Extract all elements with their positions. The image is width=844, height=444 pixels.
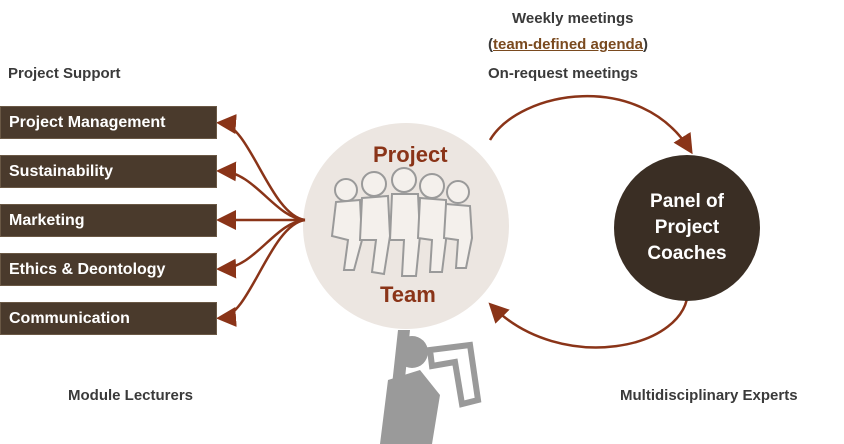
- supporter-figure-icon: [380, 330, 482, 444]
- arrow-communication: [216, 218, 306, 327]
- on-request-meetings-label: On-request meetings: [488, 65, 639, 82]
- support-arrows: [216, 114, 306, 327]
- support-box-ethics-deontology: Ethics & Deontology: [0, 253, 217, 286]
- team-title-team: Team: [380, 282, 436, 307]
- support-box-label: Communication: [9, 309, 130, 327]
- agenda-open-paren: (: [488, 36, 493, 53]
- support-box-communication: Communication: [0, 302, 217, 335]
- coaches-line-3: Coaches: [647, 243, 727, 264]
- support-box-project-management: Project Management: [0, 106, 217, 139]
- support-box-label: Sustainability: [9, 162, 114, 180]
- team-figures-icon: [330, 167, 474, 277]
- weekly-meetings-label: Weekly meetings: [512, 10, 634, 27]
- agenda-close-paren: ): [643, 36, 649, 53]
- coaches-line-1: Panel of: [650, 191, 724, 212]
- coaches-line-2: Project: [654, 217, 720, 238]
- support-box-sustainability: Sustainability: [0, 155, 217, 188]
- support-box-marketing: Marketing: [0, 204, 217, 237]
- team-defined-agenda-link: team-defined agenda: [493, 36, 644, 53]
- arrow-project-management: [216, 114, 306, 222]
- arrow-sustainability: [216, 161, 306, 222]
- agenda-line: (team-defined agenda): [488, 36, 648, 53]
- arrow-team-to-coaches: [488, 94, 693, 155]
- multidisciplinary-experts-label: Multidisciplinary Experts: [620, 387, 798, 404]
- panel-of-project-coaches-circle: Panel of Project Coaches: [614, 155, 760, 301]
- support-box-label: Ethics & Deontology: [9, 260, 166, 278]
- arrow-ethics: [216, 218, 306, 279]
- team-title-project: Project: [373, 142, 448, 167]
- arrow-coaches-to-team: [488, 287, 690, 349]
- module-lecturers-label: Module Lecturers: [68, 387, 194, 404]
- support-box-label: Project Management: [9, 113, 166, 131]
- support-box-label: Marketing: [9, 211, 85, 229]
- project-support-title: Project Support: [8, 65, 121, 82]
